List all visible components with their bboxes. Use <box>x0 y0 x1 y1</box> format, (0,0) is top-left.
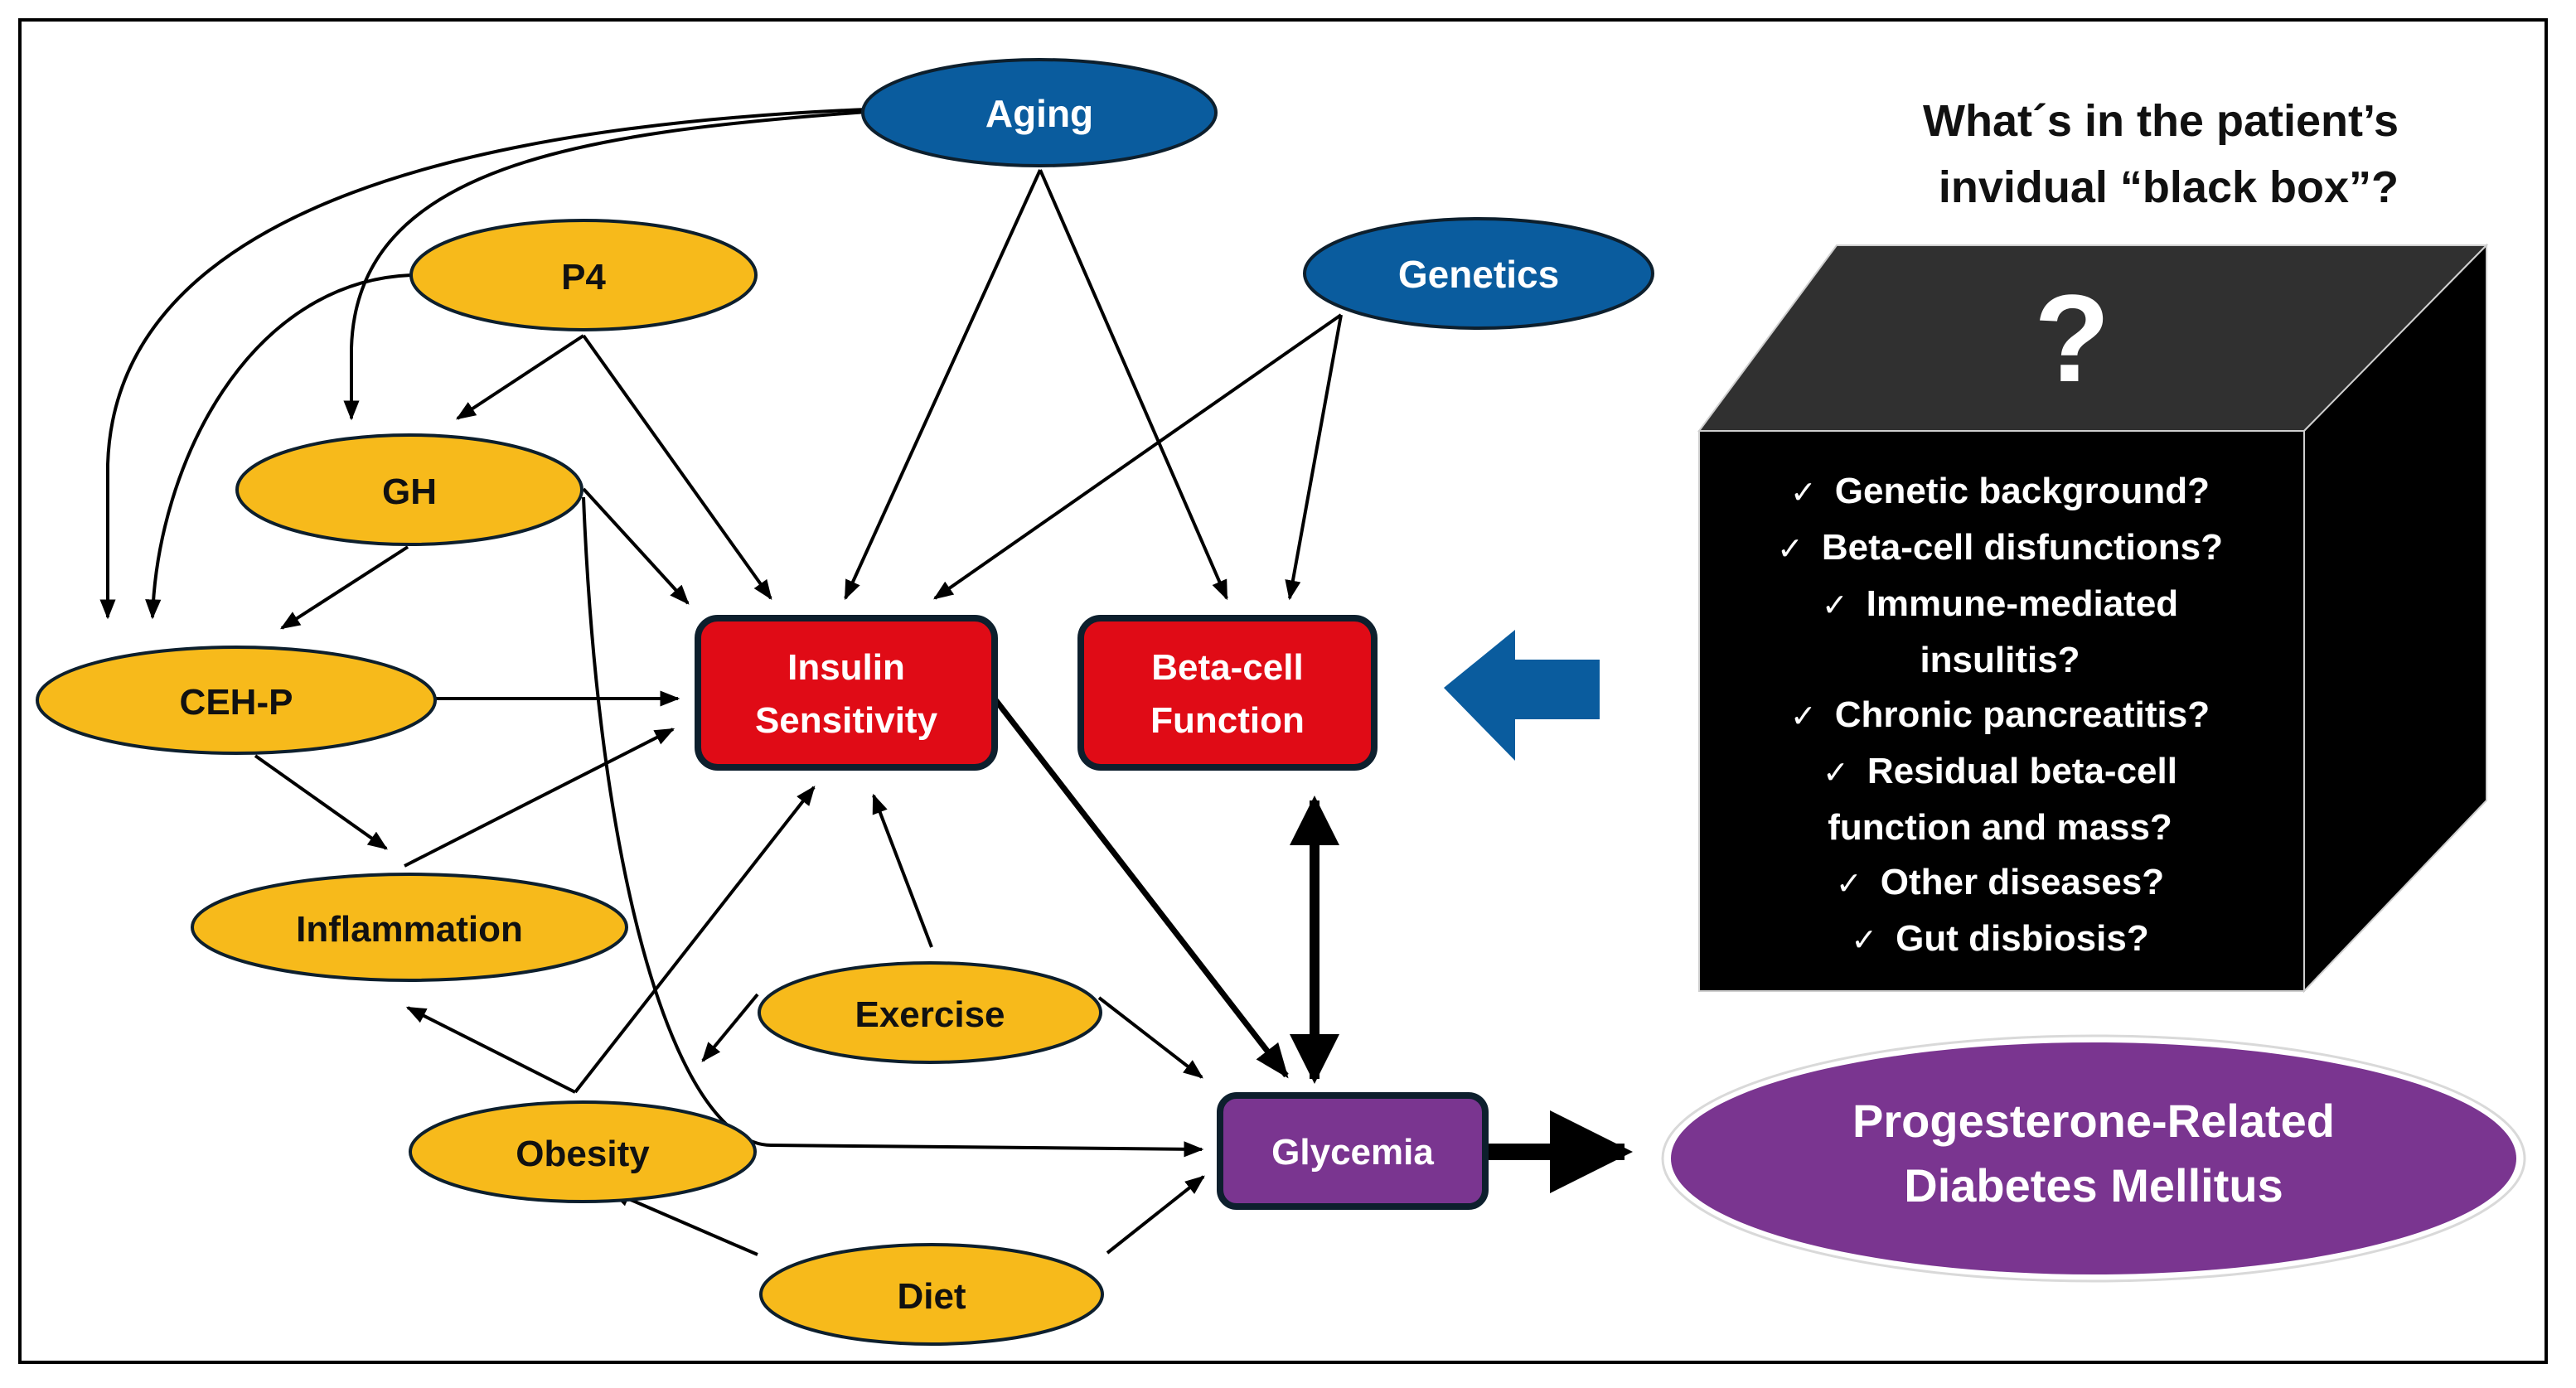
question-mark-icon: ? <box>2034 268 2110 408</box>
node-obesity[interactable]: Obesity <box>409 1100 757 1203</box>
node-inflammation[interactable]: Inflammation <box>191 873 628 982</box>
blue-left-arrow-icon <box>1444 630 1600 761</box>
check-icon: ✓ <box>1789 476 1817 510</box>
node-insulin-label-line2: Sensitivity <box>755 700 938 741</box>
node-outcome[interactable]: Progesterone-Related Diabetes Mellitus <box>1661 1034 2526 1283</box>
node-aging-label: Aging <box>985 92 1093 135</box>
node-outcome-label-line2: Diabetes Mellitus <box>1904 1159 2283 1211</box>
black-box-title-line1: What´s in the patient’s <box>1922 96 2399 146</box>
edge-gh-cehp <box>279 545 409 630</box>
checklist-item: ✓Beta-cell disfunctions? <box>1777 527 2223 568</box>
node-insulin-sensitivity[interactable]: Insulin Sensitivity <box>695 615 998 771</box>
edge-exercise-insulin <box>872 793 933 948</box>
edge-aging-insulin <box>844 169 1042 601</box>
edge-p4-cehp <box>145 273 412 620</box>
checklist-item: ✓Other diseases? <box>1835 862 2165 902</box>
check-icon: ✓ <box>1835 867 1862 902</box>
figure-frame <box>18 18 2548 1364</box>
check-icon: ✓ <box>1821 588 1848 623</box>
edge-insulin-glycemia <box>989 692 1289 1079</box>
node-exercise-label: Exercise <box>855 994 1005 1035</box>
node-glycemia-label: Glycemia <box>1271 1132 1434 1173</box>
edge-inflammation-insulin <box>404 728 675 868</box>
edge-obesity-inflammation <box>405 1006 576 1094</box>
edge-genetics-betacell <box>1285 314 1343 601</box>
checklist-item: ✓Genetic background? <box>1789 471 2210 511</box>
node-insulin-label-line1: Insulin <box>787 647 905 688</box>
edge-cehp-inflammation <box>254 754 388 850</box>
edge-aging-cehp <box>99 108 868 620</box>
node-obesity-label: Obesity <box>516 1134 650 1174</box>
node-betacell-label-line2: Function <box>1150 700 1305 741</box>
edge-aging-gh <box>343 110 868 421</box>
black-box-checklist: ✓Genetic background? ✓Beta-cell disfunct… <box>1697 464 2302 968</box>
black-box-cube: ? <box>1697 243 2489 994</box>
black-box-front <box>1698 430 2305 992</box>
checklist-item: ✓Chronic pancreatitis? <box>1789 694 2210 735</box>
check-icon: ✓ <box>1789 699 1817 734</box>
edge-genetics-insulin <box>933 313 1343 600</box>
edge-gh-insulin <box>582 487 690 605</box>
check-icon: ✓ <box>1851 923 1878 958</box>
check-icon: ✓ <box>1777 532 1804 567</box>
node-genetics-label: Genetics <box>1398 253 1559 296</box>
node-cehp-label: CEH-P <box>180 682 293 723</box>
black-box-title: What´s in the patient’s invidual “black … <box>1653 88 2399 220</box>
black-box-title-line2: invidual “black box”? <box>1938 162 2399 212</box>
edge-aging-betacell <box>1039 169 1228 601</box>
edge-exercise-obesity <box>701 993 759 1062</box>
node-diet-label: Diet <box>897 1276 966 1317</box>
node-exercise[interactable]: Exercise <box>758 961 1102 1064</box>
node-inflammation-label: Inflammation <box>296 909 523 950</box>
node-p4[interactable]: P4 <box>409 219 758 331</box>
edge-p4-insulin <box>582 334 772 600</box>
node-diet[interactable]: Diet <box>759 1243 1104 1346</box>
edge-p4-gh <box>455 334 585 420</box>
node-genetics[interactable]: Genetics <box>1303 217 1654 330</box>
node-gh[interactable]: GH <box>235 433 583 546</box>
edge-exercise-glycemia <box>1097 996 1203 1079</box>
edge-diet-glycemia <box>1106 1175 1205 1255</box>
node-glycemia[interactable]: Glycemia <box>1217 1092 1489 1210</box>
node-betacell-label-line1: Beta-cell <box>1151 647 1303 688</box>
node-p4-label: P4 <box>561 257 606 297</box>
node-gh-label: GH <box>382 472 437 512</box>
node-aging[interactable]: Aging <box>861 58 1218 167</box>
node-cehp[interactable]: CEH-P <box>36 646 437 755</box>
check-icon: ✓ <box>1823 756 1849 791</box>
edges <box>99 108 1343 1256</box>
edge-obesity-insulin <box>574 786 816 1094</box>
checklist-item: ✓Gut disbiosis? <box>1851 918 2149 959</box>
node-outcome-label-line1: Progesterone-Related <box>1852 1095 2335 1147</box>
node-beta-cell-function[interactable]: Beta-cell Function <box>1077 615 1378 771</box>
edge-diet-obesity <box>609 1190 758 1256</box>
major-edges <box>989 692 1633 1193</box>
